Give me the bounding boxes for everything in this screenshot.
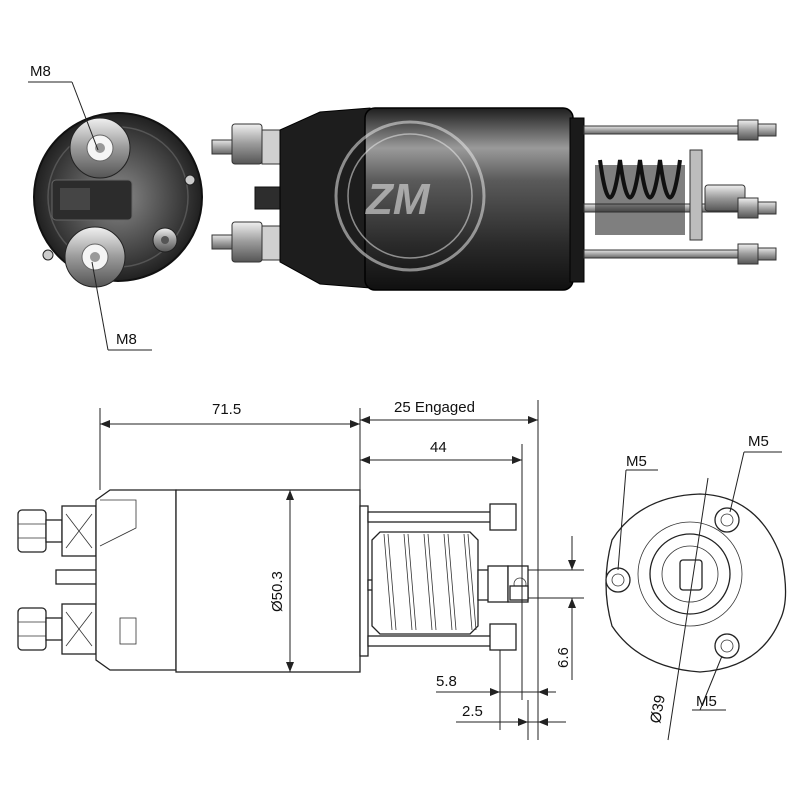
- thread-label-m5-bottom: M5: [696, 693, 717, 710]
- thread-label-top-photo: M8: [30, 63, 51, 80]
- terminal-bottom-photo: [64, 226, 126, 288]
- mount-hole-left: [605, 567, 631, 593]
- thread-label-bottom-photo: M8: [116, 331, 137, 348]
- end-view-photo: M8 M8: [28, 63, 203, 351]
- dim-body-diameter: Ø50.3: [269, 571, 286, 612]
- dim-engaged: 25 Engaged: [394, 399, 475, 416]
- side-view-drawing: 71.5 25 Engaged 44 Ø50.3 6.6 5.8 2.5: [17, 399, 584, 740]
- end-view-drawing: Ø39 M5 M5 M5: [605, 433, 787, 741]
- dim-offset-a: 5.8: [436, 673, 457, 690]
- dim-stroke: 44: [430, 439, 447, 456]
- terminal-lower-drawing: [17, 603, 97, 655]
- dim-flange-diameter: Ø39: [647, 694, 669, 725]
- spring-photo: [595, 159, 685, 235]
- mount-hole-bottom: [714, 633, 740, 659]
- dim-body-length: 71.5: [212, 401, 241, 418]
- thread-label-m5-left: M5: [626, 453, 647, 470]
- dim-offset-b: 2.5: [462, 703, 483, 720]
- thread-label-m5-right: M5: [748, 433, 769, 450]
- side-view-photo: ZM: [211, 107, 777, 291]
- svg-text:ZM: ZM: [364, 175, 431, 224]
- mount-hole-top: [714, 507, 740, 533]
- terminal-top-photo: [69, 117, 131, 179]
- watermark-logo: ZM: [334, 120, 486, 272]
- terminal-upper-drawing: [17, 505, 97, 557]
- dim-gap: 6.6: [555, 647, 572, 668]
